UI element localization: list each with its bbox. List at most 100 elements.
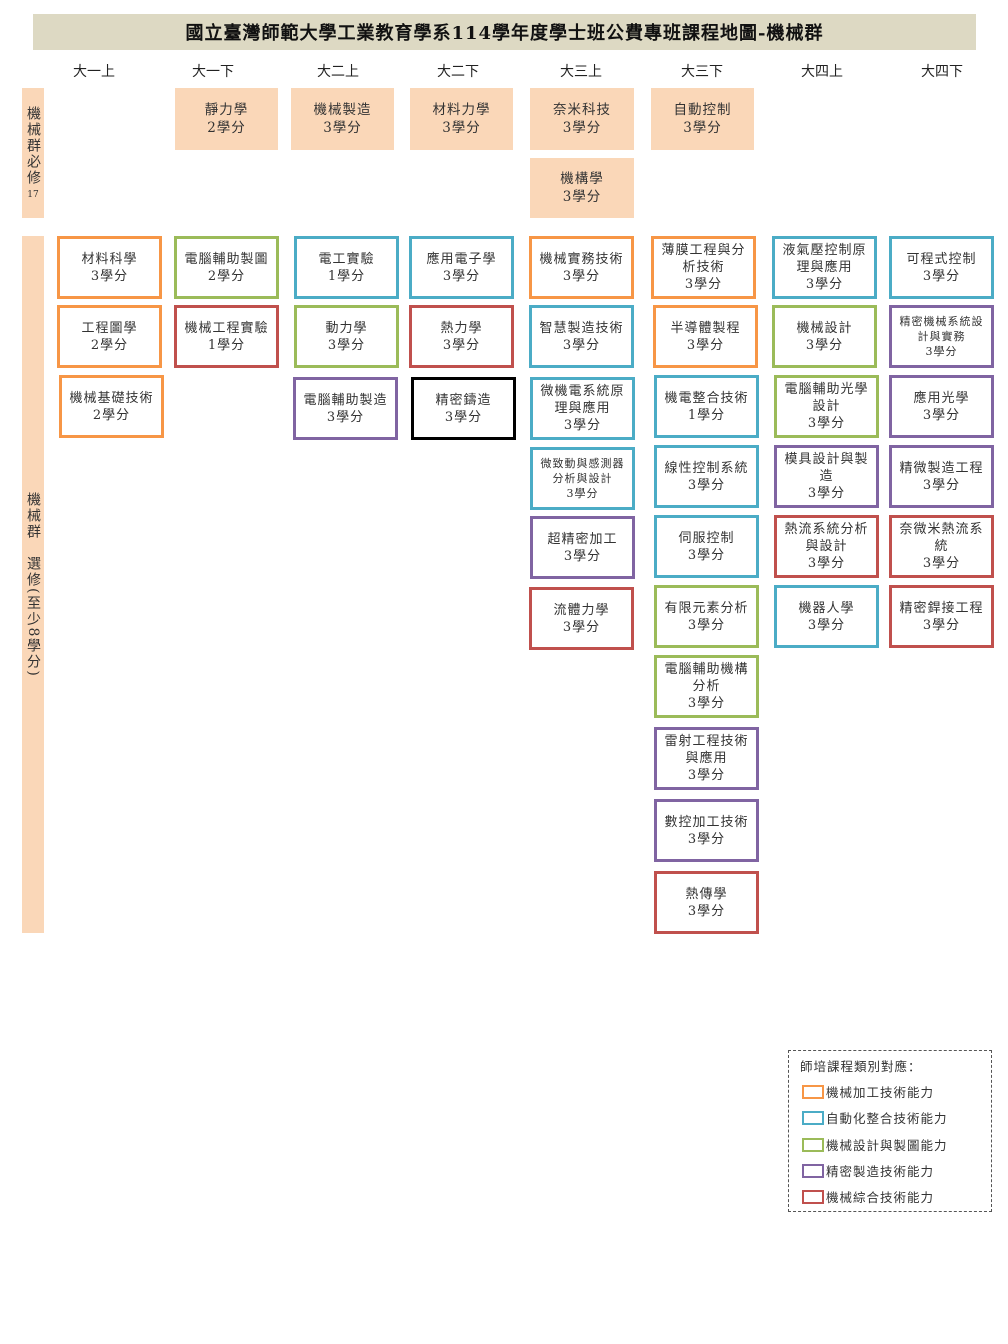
course-name: 電腦輔助光學設計 [784,382,869,414]
course-credits: 3學分 [805,337,844,353]
elective-course[interactable]: 熱力學 3學分 [409,305,514,368]
course-credits: 3學分 [922,556,961,571]
elective-course[interactable]: 微機電系統原理與應用 3學分 [530,377,635,440]
course-credits: 1學分 [207,337,246,353]
course-name: 材料力學 [432,102,491,118]
elective-course[interactable]: 材料科學 3學分 [57,236,162,299]
course-credits: 2學分 [90,337,129,353]
elective-course[interactable]: 精密鑄造 3學分 [411,377,516,440]
required-sidebar: 機械群必修 17 [22,88,44,218]
elective-course[interactable]: 應用光學 3學分 [889,375,994,438]
course-name: 熱力學 [440,320,483,336]
elective-course[interactable]: 機械基礎技術 2學分 [59,375,164,438]
course-credits: 3學分 [687,903,726,919]
elective-course[interactable]: 模具設計與製造 3學分 [774,445,879,508]
semester-header: 大三下 [681,64,723,80]
elective-course[interactable]: 薄膜工程與分析技術 3學分 [651,236,756,299]
legend-label: 精密製造技術能力 [826,1164,935,1179]
course-credits: 3學分 [922,268,961,284]
elective-course[interactable]: 線性控制系統 3學分 [654,445,759,508]
required-course[interactable]: 機械製造 3學分 [291,88,394,150]
elective-course[interactable]: 電工實驗 1學分 [294,236,399,299]
elective-course[interactable]: 工程圖學 2學分 [57,305,162,368]
course-credits: 3學分 [442,268,481,284]
elective-course[interactable]: 液氣壓控制原理與應用 3學分 [772,236,877,299]
course-name: 微致動與感測器分析與設計 [540,457,625,485]
required-course[interactable]: 自動控制 3學分 [651,88,754,150]
elective-course[interactable]: 數控加工技術 3學分 [654,799,759,862]
course-name: 超精密加工 [547,531,618,547]
elective-course[interactable]: 可程式控制 3學分 [889,236,994,299]
course-credits: 3學分 [562,619,601,635]
elective-course[interactable]: 電腦輔助製圖 2學分 [174,236,279,299]
course-name: 動力學 [325,320,368,336]
course-name: 雷射工程技術與應用 [664,734,749,766]
course-name: 線性控制系統 [664,460,749,476]
course-credits: 3學分 [687,768,726,783]
legend-swatch [802,1110,824,1125]
semester-header: 大四上 [801,64,843,80]
required-course[interactable]: 材料力學 3學分 [410,88,513,150]
required-course[interactable]: 奈米科技 3學分 [530,88,634,150]
elective-course[interactable]: 動力學 3學分 [294,305,399,368]
elective-course[interactable]: 精密機械系統設計與實務 3學分 [889,305,994,368]
course-credits: 3學分 [327,337,366,353]
course-name: 機械基礎技術 [69,390,154,406]
elective-label: 機械群 選修(至少8學分) [25,491,41,678]
legend-label: 機械綜合技術能力 [826,1190,935,1205]
elective-course[interactable]: 半導體製程 3學分 [653,305,758,368]
course-name: 機器人學 [798,600,855,616]
semester-header: 大一下 [192,64,234,80]
course-name: 可程式控制 [906,251,977,267]
course-name: 靜力學 [204,102,249,118]
course-name: 數控加工技術 [664,814,749,830]
course-name: 自動控制 [673,102,732,118]
required-course[interactable]: 機構學 3學分 [530,158,634,218]
course-credits: 3學分 [807,416,846,431]
elective-course[interactable]: 精密銲接工程 3學分 [889,585,994,648]
elective-course[interactable]: 超精密加工 3學分 [530,516,635,579]
course-name: 熱流系統分析與設計 [784,522,869,554]
elective-course[interactable]: 有限元素分析 3學分 [654,585,759,648]
legend-swatch [802,1163,824,1178]
course-name: 應用光學 [913,390,970,406]
legend-item: 機械綜合技術能力 [802,1187,934,1206]
course-name: 有限元素分析 [664,600,749,616]
course-credits: 3學分 [444,409,483,425]
elective-course[interactable]: 電腦輔助光學設計 3學分 [774,375,879,438]
course-name: 機構學 [560,171,604,187]
course-name: 模具設計與製造 [784,452,869,484]
course-credits: 3學分 [687,696,726,711]
course-credits: 3學分 [807,486,846,501]
elective-course[interactable]: 熱傳學 3學分 [654,871,759,934]
elective-course[interactable]: 精微製造工程 3學分 [889,445,994,508]
elective-course[interactable]: 應用電子學 3學分 [409,236,514,299]
course-name: 熱傳學 [685,886,728,902]
course-credits: 1學分 [687,407,726,423]
elective-course[interactable]: 機電整合技術 1學分 [654,375,759,438]
elective-course[interactable]: 機械實務技術 3學分 [529,236,634,299]
course-name: 電工實驗 [318,251,375,267]
elective-course[interactable]: 伺服控制 3學分 [654,515,759,578]
elective-course[interactable]: 電腦輔助機構分析 3學分 [654,655,759,718]
elective-course[interactable]: 智慧製造技術 3學分 [529,305,634,368]
course-credits: 3學分 [922,617,961,633]
semester-header: 大一上 [73,64,115,80]
elective-course[interactable]: 電腦輔助製造 3學分 [293,377,398,440]
elective-course[interactable]: 流體力學 3學分 [529,587,634,650]
elective-course[interactable]: 熱流系統分析與設計 3學分 [774,515,879,578]
elective-course[interactable]: 機械工程實驗 1學分 [174,305,279,368]
elective-course[interactable]: 機器人學 3學分 [774,585,879,648]
elective-course[interactable]: 奈微米熱流系統 3學分 [889,515,994,578]
elective-course[interactable]: 雷射工程技術與應用 3學分 [654,727,759,790]
semester-header: 大二上 [317,64,359,80]
course-name: 應用電子學 [426,251,497,267]
elective-course[interactable]: 機械設計 3學分 [772,305,877,368]
course-name: 伺服控制 [678,530,735,546]
elective-course[interactable]: 微致動與感測器分析與設計 3學分 [530,447,635,510]
course-credits: 3學分 [922,477,961,493]
required-credits: 17 [27,190,39,200]
elective-sidebar: 機械群 選修(至少8學分) [22,236,44,933]
course-name: 機械工程實驗 [184,320,269,336]
required-course[interactable]: 靜力學 2學分 [175,88,278,150]
